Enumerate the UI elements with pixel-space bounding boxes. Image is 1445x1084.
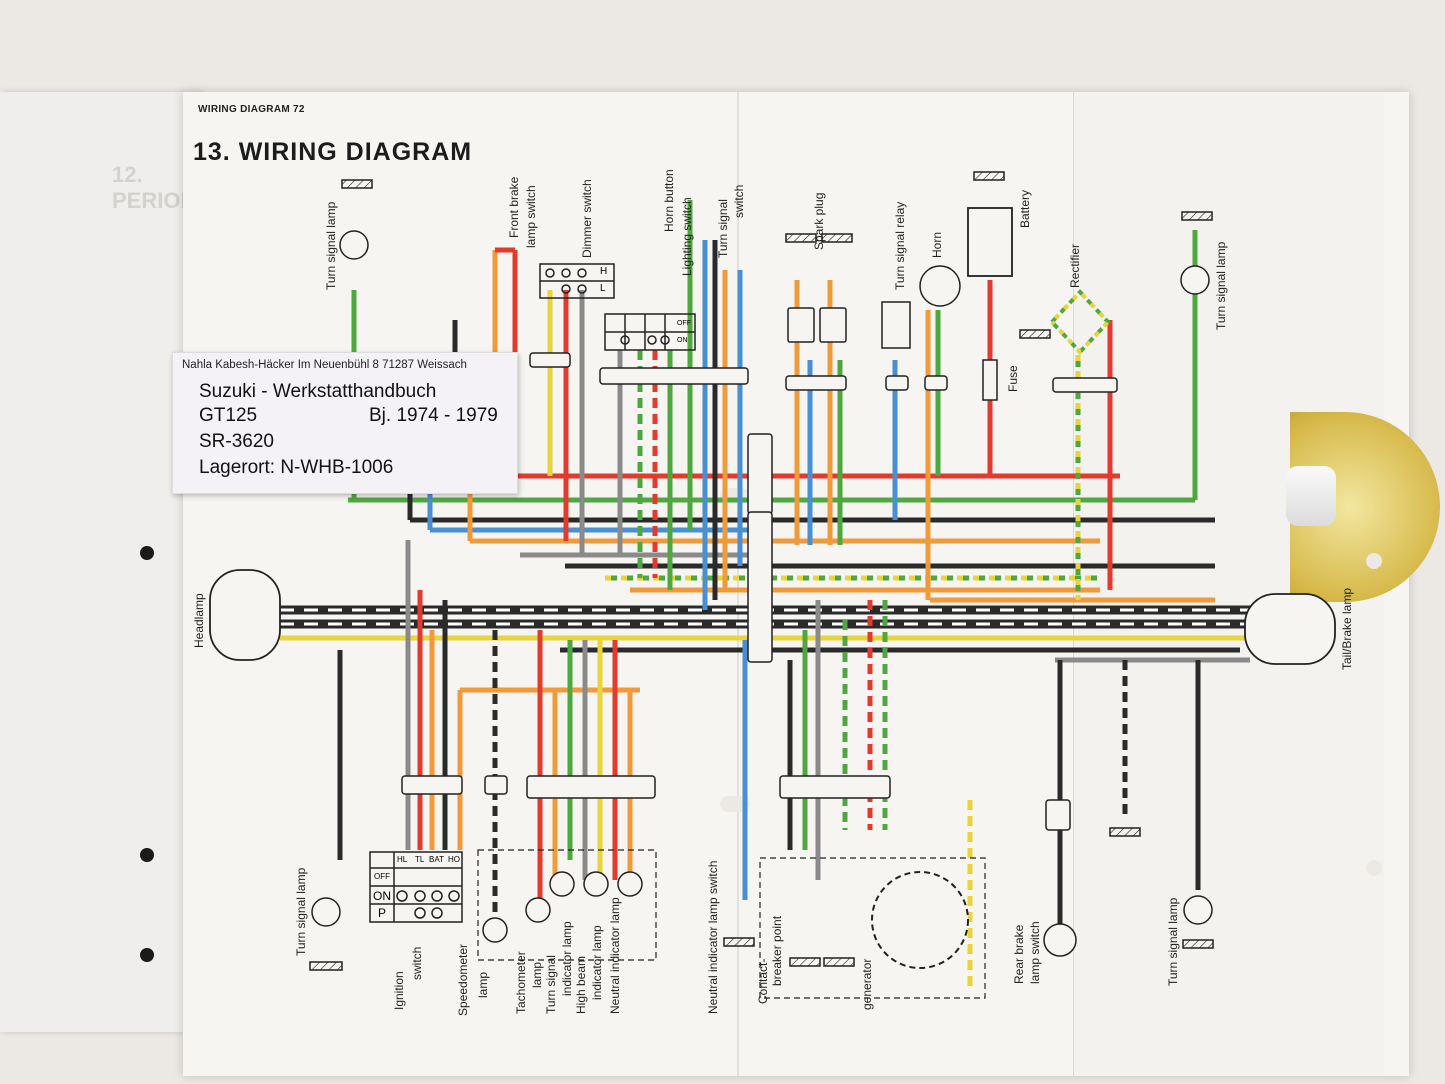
label-turn-signal-ind: Turn signal [544,955,558,1014]
label-tachometer: Tachometer [514,951,528,1014]
label-fuse: Fuse [1006,365,1020,392]
label-breaker-point: breaker point [770,915,784,986]
ign-col-ho: HO [448,855,460,864]
fold-line [737,92,739,1076]
relay-box [881,301,911,349]
label-rectifier: Rectifier [1068,243,1082,288]
rectifier-bridge [1049,289,1111,355]
label-contact: Contact- [756,958,770,1004]
connectors [401,307,1118,831]
label-turn-signal-switch: switch [732,184,746,218]
label-lamp-switch: lamp switch [524,185,538,248]
label-generator: generator [860,958,874,1010]
label-neutral-ind: Neutral indicator lamp [608,897,622,1014]
label-horn: Horn [930,231,944,258]
binder-clip [140,848,154,862]
left-page: 12. PERIOD [0,92,200,1032]
ign-row-off: OFF [374,872,390,881]
label-tachometer-lamp: lamp [530,961,544,988]
label-rear-brake-switch: lamp switch [1028,921,1042,984]
label-high-beam: High beam [574,955,588,1014]
light-row-on: ON [677,337,688,344]
label-indicator-lamp-2: indicator lamp [590,925,604,1000]
sticker-title: Suzuki - Werkstatthandbuch [199,381,437,402]
ign-row-p: P [378,906,387,920]
label-horn-button: Horn button [662,169,676,232]
binder-clip [140,948,154,962]
label-turn-signal-lamp-br: Turn signal lamp [1166,897,1180,986]
dimmer-l: L [600,283,606,294]
punch-hole [1366,860,1382,876]
dimmer-switch [539,263,615,299]
battery-box [967,207,1013,277]
dimmer-h: H [600,266,608,277]
label-indicator-lamp-1: indicator lamp [560,921,574,996]
light-row-off: OFF [677,320,691,327]
label-rear-brake: Rear brake [1012,924,1026,984]
label-speedometer: Speedometer [456,943,470,1016]
sticker-model: GT125 [199,405,258,426]
label-dimmer-switch: Dimmer switch [580,179,594,258]
label-headlamp: Headlamp [192,593,206,648]
generator-coil [871,871,969,969]
label-turn-signal-relay: Turn signal relay [893,201,907,290]
lighting-switch-table [604,313,696,351]
label-turn-signal-lamp-tr: Turn signal lamp [1214,241,1228,330]
tail-lamp-housing [1244,593,1336,665]
sticker-code: SR-3620 [199,431,274,452]
label-ignition-switch: switch [410,946,424,980]
punch-hole [1366,553,1382,569]
sticker-location: Lagerort: N-WHB-1006 [199,457,394,478]
ign-col-hl: HL [397,855,408,864]
ign-row-on: ON [373,889,391,903]
binder-clip [140,546,154,560]
ign-col-bat: BAT [429,855,444,864]
label-spark-plug: Spark plug [812,192,826,250]
page-title: 13. WIRING DIAGRAM [193,138,473,166]
page-header-ref: WIRING DIAGRAM 72 [198,104,305,115]
label-lighting-switch: Lighting switch [680,197,694,276]
label-battery: Battery [1018,189,1032,228]
binder-knob [1286,466,1336,526]
sticker-year: Bj. 1974 - 1979 [369,405,498,426]
ground-symbols [309,171,1214,971]
headlamp-housing [209,569,281,661]
label-turn-signal: Turn signal [716,199,730,258]
left-page-ghost-heading: 12. PERIOD [112,162,197,213]
lamps [311,230,1213,957]
label-front-brake: Front brake [507,176,521,238]
ign-col-tl: TL [415,855,425,864]
label-neutral-switch: Neutral indicator lamp switch [706,860,720,1014]
label-tail-brake-lamp: Tail/Brake lamp [1340,587,1354,670]
fuse-box [982,359,998,401]
label-ignition: Ignition [392,971,406,1010]
indicator-frame [477,849,657,961]
label-speedometer-lamp: lamp [476,971,490,998]
sticker-address: Nahla Kabesh-Häcker Im Neuenbühl 8 71287… [182,359,467,371]
label-turn-signal-lamp-tl: Turn signal lamp [324,201,338,290]
generator-frame [759,857,986,999]
inventory-sticker: Nahla Kabesh-Häcker Im Neuenbühl 8 71287… [172,352,518,494]
ignition-switch-table [369,851,463,923]
label-turn-signal-lamp-bl: Turn signal lamp [294,867,308,956]
